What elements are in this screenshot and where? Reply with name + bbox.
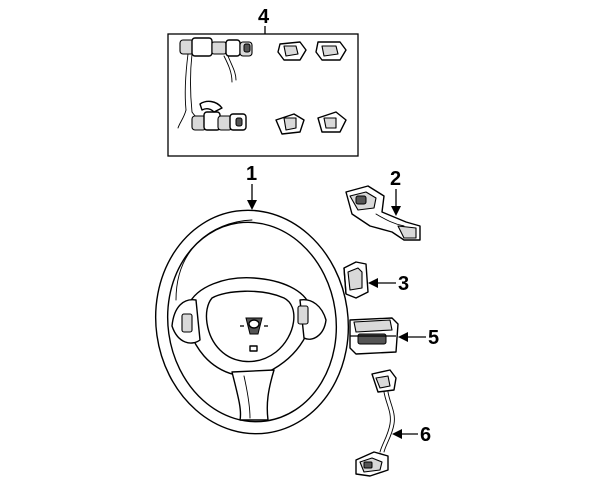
callout-6-arrowhead bbox=[392, 429, 402, 439]
callout-6[interactable]: 6 bbox=[420, 424, 431, 446]
callout-4[interactable]: 4 bbox=[258, 6, 270, 28]
callout-1[interactable]: 1 bbox=[246, 163, 257, 185]
callout-5[interactable]: 5 bbox=[428, 327, 439, 349]
callout-3[interactable]: 3 bbox=[398, 273, 409, 295]
callout-2[interactable]: 2 bbox=[390, 168, 401, 190]
speed-control-switch-icon[interactable] bbox=[345, 185, 421, 241]
switch-kit-icon[interactable] bbox=[177, 37, 347, 135]
radio-control-switch-icon[interactable] bbox=[349, 317, 399, 355]
callout-2-group: 2 bbox=[390, 168, 401, 216]
callout-4-group: 4 bbox=[167, 6, 359, 157]
callout-3-group: 3 bbox=[368, 273, 409, 295]
steering-wheel-icon[interactable] bbox=[141, 198, 362, 447]
callout-5-arrowhead bbox=[398, 332, 408, 342]
wire-harness-icon[interactable] bbox=[355, 369, 397, 477]
switch-cover-icon[interactable] bbox=[343, 261, 369, 299]
callout-3-arrowhead bbox=[368, 278, 378, 288]
callout-5-group: 5 bbox=[398, 327, 439, 349]
callout-2-arrowhead bbox=[391, 206, 401, 216]
callout-1-arrowhead bbox=[247, 200, 257, 210]
callout-6-group: 6 bbox=[392, 424, 431, 446]
callout-1-group: 1 bbox=[246, 163, 257, 210]
